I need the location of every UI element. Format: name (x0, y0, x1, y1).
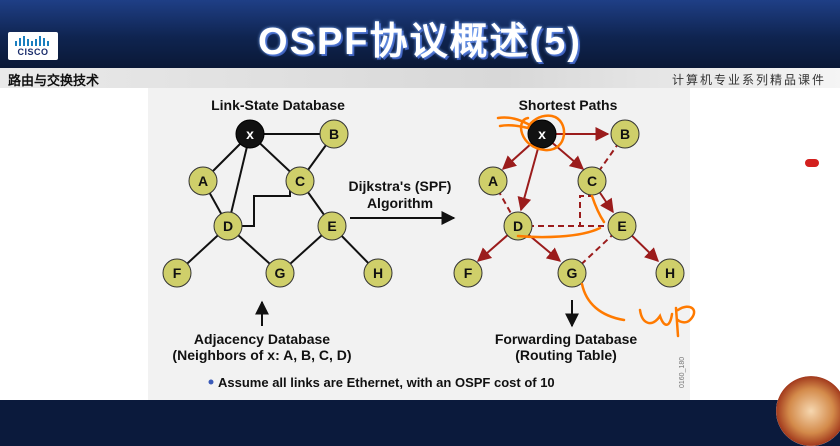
node-c-left (285, 166, 315, 196)
forwarding-label-2: (Routing Table) (515, 347, 617, 363)
adjacency-label-1: Adjacency Database (194, 331, 330, 347)
node-a-left (188, 166, 218, 196)
node-h-label-right: H (665, 265, 675, 281)
spf-diagram: Link-State Database Shortest Paths x B A (162, 97, 696, 390)
node-d-left (213, 211, 243, 241)
node-f-label-right: F (464, 265, 473, 281)
node-b-label: B (329, 126, 339, 142)
node-a-right (478, 166, 508, 196)
node-d-label-right: D (513, 218, 523, 234)
node-c-label-right: C (587, 173, 597, 189)
node-x-right (527, 119, 557, 149)
node-e-label-right: E (617, 218, 626, 234)
adjacency-label-2: (Neighbors of x: A, B, C, D) (172, 347, 351, 363)
node-b-right (610, 119, 640, 149)
node-f-left (162, 258, 192, 288)
spt-dashed-links (492, 133, 626, 274)
slide-content: Link-State Database Shortest Paths x B A (0, 88, 840, 400)
node-x-label: x (246, 126, 254, 142)
forwarding-label-1: Forwarding Database (495, 331, 638, 347)
node-a-label: A (198, 173, 208, 189)
node-g-label-right: G (567, 265, 578, 281)
spt-title: Shortest Paths (519, 97, 618, 113)
node-e-right (607, 211, 637, 241)
node-f-label: F (173, 265, 182, 281)
node-g-right (557, 258, 587, 288)
node-d-label: D (223, 218, 233, 234)
algo-label-1: Dijkstra's (SPF) (349, 178, 452, 194)
node-h-right (655, 258, 685, 288)
node-d-right (503, 211, 533, 241)
algo-label-2: Algorithm (367, 195, 433, 211)
logo-text: CISCO (17, 47, 49, 57)
node-b-left (319, 119, 349, 149)
title-banner: OSPF协议概述(5) CISCO (0, 0, 840, 68)
footnote: Assume all links are Ethernet, with an O… (218, 375, 555, 390)
pen-annotations (496, 114, 696, 338)
node-e-label: E (327, 218, 336, 234)
node-g-label: G (275, 265, 286, 281)
node-a-label-right: A (488, 173, 498, 189)
course-name: 路由与交换技术 (8, 73, 100, 88)
node-g-left (265, 258, 295, 288)
node-x-left (235, 119, 265, 149)
red-marker-icon (805, 159, 819, 167)
cisco-bars-icon (15, 36, 49, 46)
lsdb-links (176, 133, 379, 274)
node-f-right (453, 258, 483, 288)
node-c-label: C (295, 173, 305, 189)
node-x-label-right: x (538, 126, 546, 142)
lsdb-title: Link-State Database (211, 97, 345, 113)
node-b-label-right: B (620, 126, 630, 142)
node-h-label: H (373, 265, 383, 281)
bullet-icon (208, 379, 214, 385)
page-title: OSPF协议概述(5) (258, 21, 582, 63)
node-e-left (317, 211, 347, 241)
course-series: 计算机专业系列精品课件 (671, 73, 826, 87)
course-strip: 路由与交换技术 计算机专业系列精品课件 (0, 68, 840, 89)
university-seal-icon (776, 376, 840, 446)
spt-tree-links (476, 127, 660, 262)
slide-code: 0160_180 (679, 357, 686, 388)
node-h-left (363, 258, 393, 288)
cisco-logo: CISCO (8, 32, 58, 60)
